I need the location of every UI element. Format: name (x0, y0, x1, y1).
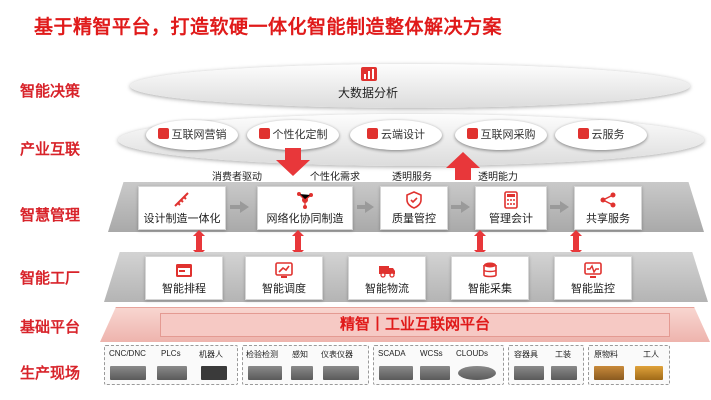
instrument-icon (323, 366, 359, 380)
flow-label-transparent-capability: 透明能力 (478, 172, 518, 183)
ruler-icon (174, 192, 189, 207)
field-label-sensing: 感知 (292, 350, 308, 359)
flow-label-consumer-driven: 消费者驱动 (212, 172, 262, 183)
raw-material-icon (594, 366, 624, 380)
truck-icon (379, 266, 395, 278)
clouds-icon (458, 366, 496, 380)
field-label-inspection: 检验检测 (246, 350, 278, 359)
container-icon (514, 366, 544, 380)
robot-icon (201, 366, 227, 380)
cloud-item-marketing[interactable]: 互联网营销 (146, 120, 238, 150)
scada-icon (379, 366, 413, 380)
factory-item-collection[interactable]: 智能采集 (451, 256, 529, 300)
network-icon (297, 192, 313, 209)
row-label-industry: 产业互联 (20, 141, 81, 158)
field-group-equipment: CNC/DNC PLCs 机器人 (104, 345, 238, 385)
bar-chart-icon (361, 67, 377, 86)
bigdata-cloud (130, 64, 690, 108)
management-item-management-accounting[interactable]: 管理会计 (475, 186, 547, 230)
cnc-machine-icon (110, 366, 146, 380)
worker-icon (635, 366, 663, 380)
down-arrow-left (276, 148, 310, 176)
share-icon (600, 192, 616, 208)
factory-item-dispatching[interactable]: 智能调度 (245, 256, 323, 300)
flow-label-transparent-service: 透明服务 (392, 172, 432, 183)
field-group-instruments: 检验检测 感知 仪表仪器 (242, 345, 369, 385)
cloud-item-procurement[interactable]: 互联网采购 (455, 120, 547, 150)
field-label-tooling: 工装 (555, 350, 571, 359)
plc-icon (157, 366, 187, 380)
platform-label: 精智丨工业互联网平台 (160, 313, 670, 337)
row-label-field: 生产现场 (20, 365, 81, 382)
row-label-decision: 智能决策 (20, 83, 81, 100)
field-label-wcs: WCSs (420, 349, 443, 358)
field-label-robot: 机器人 (199, 350, 223, 359)
bigdata-label: 大数据分析 (337, 86, 398, 100)
factory-item-scheduling[interactable]: 智能排程 (145, 256, 223, 300)
design-icon (367, 128, 378, 139)
shield-check-icon (406, 191, 422, 209)
up-arrow-right (446, 152, 480, 180)
field-label-raw-materials: 原物料 (594, 350, 618, 359)
field-label-cnc: CNC/DNC (109, 349, 146, 358)
monitor-icon (584, 262, 602, 278)
factory-item-logistics[interactable]: 智能物流 (348, 256, 426, 300)
cloud-item-customization[interactable]: 个性化定制 (247, 120, 339, 150)
field-label-workers: 工人 (643, 350, 659, 359)
schedule-icon (176, 264, 192, 277)
cloud-icon (577, 128, 589, 139)
flow-label-personal-demand: 个性化需求 (310, 172, 360, 183)
management-item-quality-control[interactable]: 质量管控 (380, 186, 448, 230)
field-label-containers: 容器具 (514, 350, 538, 359)
management-item-shared-services[interactable]: 共享服务 (574, 186, 642, 230)
page-title: 基于精智平台，打造软硬一体化智能制造整体解决方案 (34, 17, 503, 38)
field-label-instrumentation: 仪表仪器 (321, 350, 353, 359)
cart-icon (466, 128, 478, 139)
cloud-item-cloud-design[interactable]: 云端设计 (350, 120, 442, 150)
field-group-materials: 原物料 工人 (588, 345, 670, 385)
tooling-icon (551, 366, 577, 380)
row-label-management: 智慧管理 (20, 207, 81, 224)
field-group-fixtures: 容器具 工装 (508, 345, 584, 385)
megaphone-icon (157, 128, 169, 139)
field-label-clouds: CLOUDs (456, 349, 489, 358)
factory-item-monitoring[interactable]: 智能监控 (554, 256, 632, 300)
inspection-device-icon (248, 366, 282, 380)
cloud-item-cloud-service[interactable]: 云服务 (555, 120, 647, 150)
database-icon (483, 262, 497, 278)
management-item-network-collaboration[interactable]: 网络化协同制造 (257, 186, 353, 230)
field-label-scada: SCADA (378, 349, 406, 358)
row-label-factory: 智能工厂 (20, 270, 81, 287)
dispatch-icon (275, 262, 293, 278)
sensor-icon (291, 366, 313, 380)
wcs-icon (420, 366, 450, 380)
tools-icon (258, 128, 270, 139)
calculator-icon (504, 191, 518, 209)
field-group-systems: SCADA WCSs CLOUDs (373, 345, 504, 385)
management-item-design-manufacturing[interactable]: 设计制造一体化 (138, 186, 226, 230)
field-label-plc: PLCs (161, 349, 181, 358)
row-label-platform: 基础平台 (20, 319, 81, 336)
